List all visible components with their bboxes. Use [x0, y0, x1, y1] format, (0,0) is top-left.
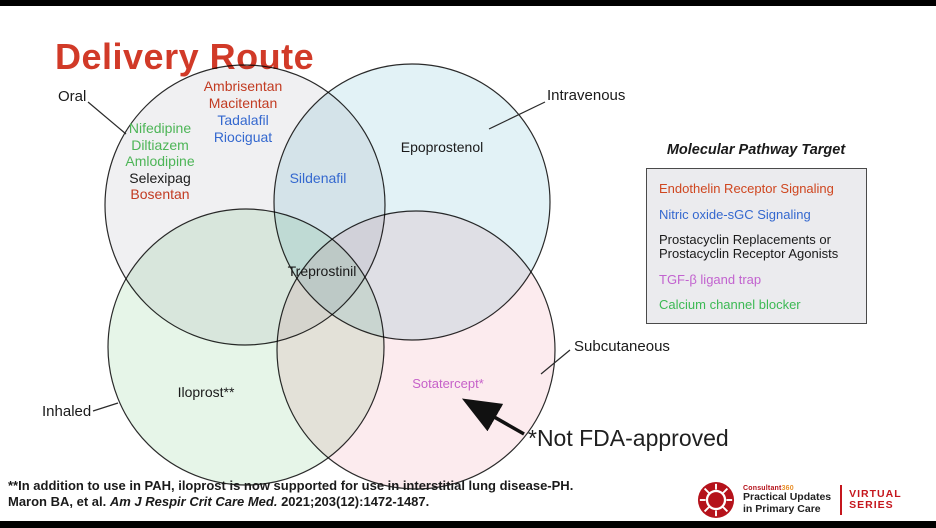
drug-sildenafil: Sildenafil: [289, 170, 347, 186]
footnote: **In addition to use in PAH, iloprost is…: [8, 478, 573, 509]
drug-label: Riociguat: [213, 129, 273, 145]
oral-label: Oral: [58, 88, 87, 105]
footnote-line2: Maron BA, et al. Am J Respir Crit Care M…: [8, 494, 573, 510]
brand-series-line1: VIRTUAL: [849, 487, 902, 500]
drug-label: Nifedipine: [128, 120, 192, 136]
drug-label: Selexipag: [129, 169, 191, 186]
legend-item: Prostacyclin Replacements or Prostacycli…: [659, 232, 839, 261]
subcutaneous-label: Subcutaneous: [574, 338, 670, 355]
drug-epoprostenol: Epoprostenol: [400, 139, 484, 155]
oral-leader-line: [87, 101, 127, 135]
drug-iloprost: Iloprost**: [177, 384, 235, 400]
inhaled-label: Inhaled: [42, 403, 92, 420]
legend-item: Nitric oxide-sGC Signaling: [659, 206, 811, 222]
drug-label: Ambrisentan: [203, 78, 283, 94]
legend-item: Calcium channel blocker: [659, 297, 801, 312]
not-fda-note: *Not FDA-approved: [528, 425, 729, 451]
brand-consultant-word: Consultant: [743, 484, 782, 492]
brand-program-line2: in Primary Care: [743, 502, 821, 515]
drug-label: Amlodipine: [125, 153, 195, 169]
legend-item: TGF-β ligand trap: [659, 271, 762, 287]
intravenous-label: Intravenous: [547, 87, 626, 104]
drug-label: Tadalafil: [217, 112, 269, 128]
footnote-citation-journal: Am J Respir Crit Care Med.: [109, 493, 278, 509]
drug-label: Diltiazem: [131, 136, 189, 153]
legend-item: Endothelin Receptor Signaling: [659, 181, 834, 196]
drug-treprostinil: Treprostinil: [287, 263, 357, 279]
drug-label: Macitentan: [208, 95, 278, 111]
brand-consultant360: Consultant360: [743, 485, 831, 492]
inhaled-leader-line: [92, 402, 119, 412]
drug-label: Bosentan: [130, 186, 190, 202]
letterbox-top: [0, 0, 936, 6]
subcutaneous-circle: [276, 210, 556, 490]
letterbox-bottom: [0, 521, 936, 528]
brand-program-line1: Practical Updates: [743, 491, 832, 504]
footnote-line1: **In addition to use in PAH, iloprost is…: [8, 478, 574, 493]
consultant360-logo-icon: [697, 481, 735, 519]
not-fda-arrow: [461, 398, 525, 436]
brand-divider: [840, 485, 843, 515]
branding: Consultant360 Practical Updates in Prima…: [697, 479, 902, 521]
footnote-citation-year: 2021;203(12):1472-1487.: [277, 493, 430, 509]
brand-text: Consultant360 Practical Updates in Prima…: [743, 485, 831, 515]
drug-sotatercept: Sotatercept*: [412, 376, 484, 391]
legend-title: Molecular Pathway Target: [666, 142, 846, 158]
brand-series-line2: SERIES: [849, 499, 894, 511]
footnote-citation-authors: Maron BA, et al.: [8, 493, 110, 509]
intravenous-leader-line: [488, 101, 546, 130]
subcutaneous-leader-line: [540, 349, 571, 375]
brand-series: VIRTUAL SERIES: [849, 487, 902, 512]
brand-360: 360: [781, 484, 794, 492]
